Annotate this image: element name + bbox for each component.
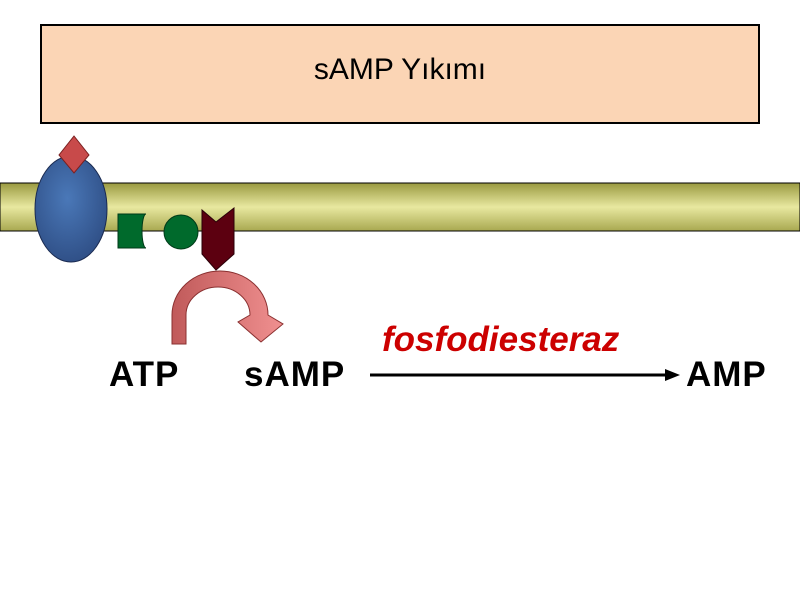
- samp-label: sAMP: [244, 355, 346, 394]
- adenylate-cyclase-icon: [201, 206, 235, 271]
- atp-label: ATP: [109, 355, 180, 394]
- receptor-icon: [34, 155, 108, 263]
- enzyme-label: fosfodiesteraz: [382, 320, 620, 359]
- g-protein-icon: [117, 213, 199, 250]
- page-title: sAMP Yıkımı: [313, 53, 487, 86]
- title-box: sAMP Yıkımı: [40, 24, 760, 124]
- ligand-diamond-icon: [58, 135, 90, 174]
- conversion-arrow-icon: [171, 270, 284, 345]
- reaction-arrow-icon: [370, 369, 680, 381]
- amp-label: AMP: [686, 355, 767, 394]
